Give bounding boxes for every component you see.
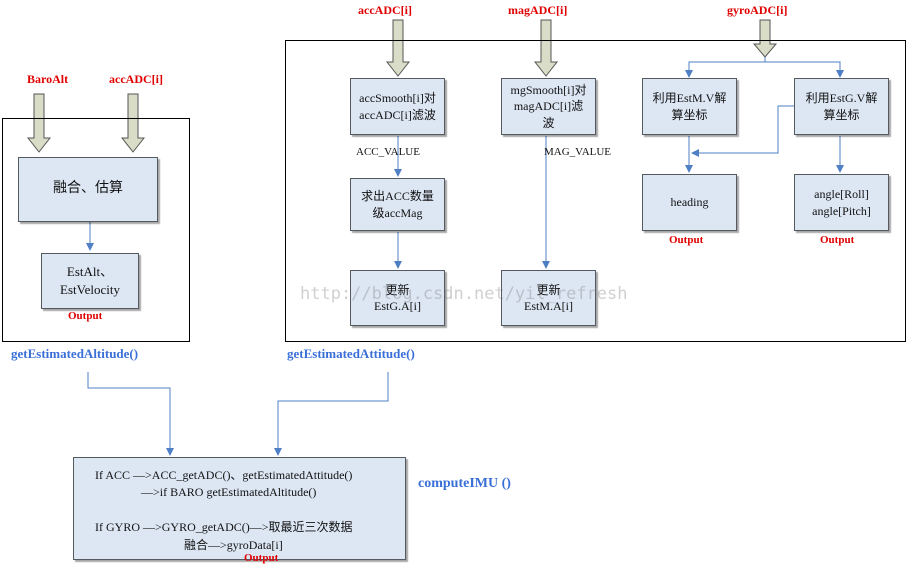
input-label-baroalt: BaroAlt [27, 72, 69, 86]
imu-line-gyro: If GYRO —>GYRO_getADC()—>取最近三次数据 [95, 520, 353, 534]
input-label-magadc: magADC[i] [508, 3, 568, 17]
input-label-accadc-top: accADC[i] [358, 3, 412, 17]
fuse-estimate-box: 融合、估算 [18, 157, 158, 222]
mag-smooth-box: mgSmooth[i]对 magADC[i]滤 波 [501, 78, 596, 135]
imu-line-baro: —>if BARO getEstimatedAltitude() [141, 485, 317, 499]
arrow-attitude-to-imu [274, 372, 389, 456]
imu-line-gyrodata: 融合—>gyroData[i] [184, 538, 283, 552]
watermark-text: http://blog.csdn.net/yil_refresh [300, 284, 628, 304]
acc-smooth-box: accSmooth[i]对 accADC[i]滤波 [350, 78, 445, 135]
compute-imu-box [73, 457, 406, 560]
estm-coordinate-box: 利用EstM.V解 算坐标 [642, 78, 737, 135]
update-estm-box: 更新 EstM.A[i] [501, 270, 596, 326]
arrow-gyro-split [685, 57, 766, 78]
input-label-accadc-left: accADC[i] [109, 72, 163, 86]
mag-value-label: MAG_VALUE [544, 146, 612, 158]
imu-output-label: Output [244, 552, 279, 564]
est-alt-velocity-box: EstAlt、 EstVelocity [41, 253, 139, 309]
input-arrow-magadc [533, 19, 559, 77]
angle-box: angle[Roll] angle[Pitch] [794, 174, 889, 231]
angle-output-label: Output [820, 234, 855, 246]
input-arrow-gyroadc [752, 19, 778, 58]
altitude-group-frame [2, 118, 190, 342]
estg-coordinate-box: 利用EstG.V解 算坐标 [794, 78, 889, 135]
arrow-estg-to-heading-branch [691, 105, 794, 157]
input-label-gyroadc: gyroADC[i] [727, 3, 788, 17]
get-estimated-altitude-label: getEstimatedAltitude() [11, 346, 139, 361]
get-estimated-attitude-label: getEstimatedAttitude() [287, 346, 415, 361]
acc-mag-box: 求出ACC数量 级accMag [350, 178, 445, 231]
input-arrow-baroalt [26, 93, 52, 153]
arrow-altitude-to-imu [87, 372, 174, 456]
update-estg-box: 更新 EstG.A[i] [350, 270, 445, 326]
acc-value-label: ACC_VALUE [356, 146, 420, 158]
heading-output-label: Output [669, 234, 704, 246]
attitude-group-frame [285, 40, 906, 342]
heading-box: heading [642, 174, 737, 231]
imu-line-acc: If ACC —>ACC_getADC()、getEstimatedAttitu… [95, 468, 353, 482]
input-arrow-accadc-left [120, 93, 146, 153]
compute-imu-label: computeIMU () [418, 476, 511, 491]
altitude-output-label: Output [68, 310, 103, 322]
arrow-gyro-split-right [765, 61, 844, 78]
input-arrow-accadc-top [385, 19, 411, 77]
